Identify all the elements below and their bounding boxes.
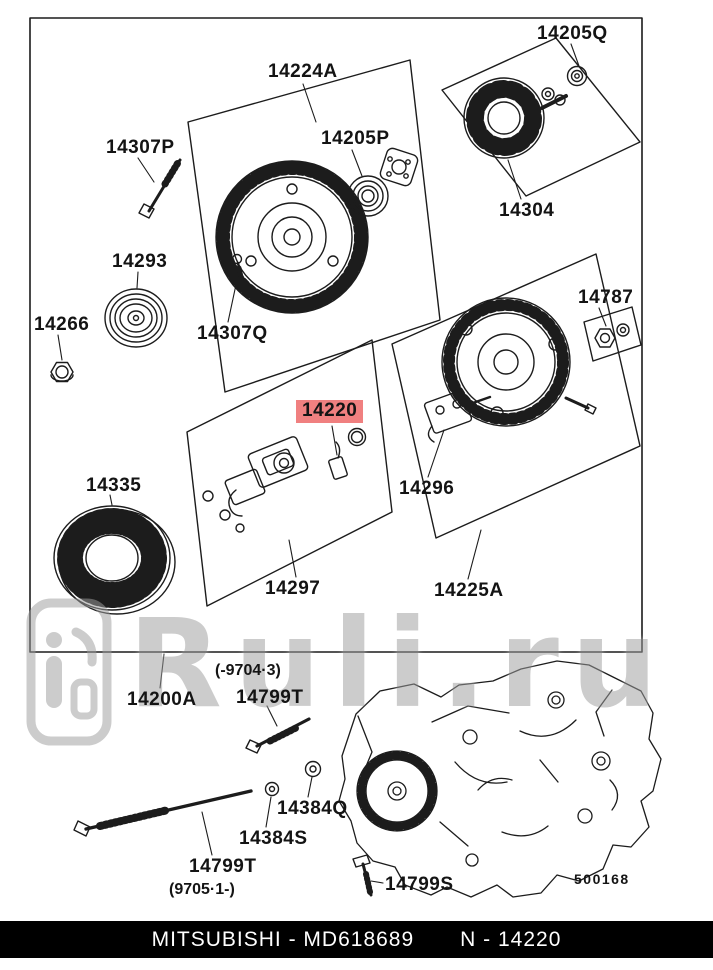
bolt-drawing-14307P <box>138 157 183 219</box>
box-rotor <box>441 37 641 197</box>
washer-and-bearing-drawing-14205Q <box>541 65 588 101</box>
nut-drawing-14787 <box>594 323 630 348</box>
date-range-early: (-9704·3) <box>215 662 281 679</box>
part-label-14225A: 14225A <box>434 580 504 601</box>
washer-drawing-14384Q <box>304 760 322 778</box>
bolt-drawing-14799T-early <box>245 717 311 754</box>
footer-bar: MITSUBISHI - MD618689 N - 14220 <box>0 921 713 958</box>
footer-brand-part-number: MITSUBISHI - MD618689 <box>151 927 415 951</box>
gasket-plate-drawing <box>379 147 419 187</box>
part-label-14224A: 14224A <box>268 61 338 82</box>
sheet-number: 500168 <box>574 871 630 887</box>
engine-block-drawing <box>338 660 662 898</box>
part-label-14307P: 14307P <box>106 137 175 158</box>
bolt-drawing-14799T-late <box>73 789 253 837</box>
part-label-14266: 14266 <box>34 314 90 335</box>
part-label-14205P: 14205P <box>321 128 390 149</box>
leader-lines <box>57 43 607 884</box>
part-label-14296: 14296 <box>399 478 455 499</box>
part-label-14307Q: 14307Q <box>197 323 268 344</box>
washer-drawing-14384S <box>264 781 280 797</box>
bearing-drawing-14205P <box>347 175 389 217</box>
brush-drawing-14220 <box>328 427 367 480</box>
box-nut-14787 <box>583 306 642 362</box>
box-rear-housing <box>391 253 641 539</box>
part-label-14205Q: 14205Q <box>537 23 608 44</box>
brush-holder-drawing-14297 <box>202 436 309 533</box>
date-range-late: (9705·1-) <box>169 881 235 898</box>
part-label-14787: 14787 <box>578 287 634 308</box>
nut-drawing-14266 <box>50 361 74 383</box>
part-label-14799S: 14799S <box>385 874 454 895</box>
part-label-14293: 14293 <box>112 251 168 272</box>
rotor-drawing-14304 <box>463 77 568 159</box>
outer-box <box>29 17 643 653</box>
part-label-14220-highlighted: 14220 <box>296 400 364 423</box>
part-label-14200A: 14200A <box>127 689 197 710</box>
box-brush-holder <box>186 339 393 607</box>
stator-drawing-14335 <box>53 505 176 615</box>
screw-drawing-14307Q <box>231 253 244 280</box>
bolt-drawing-14799S <box>352 854 373 897</box>
rear-housing-drawing-14225A <box>441 297 597 427</box>
front-housing-drawing <box>215 160 369 314</box>
pulley-drawing-14293 <box>104 288 168 348</box>
part-label-14297: 14297 <box>265 578 321 599</box>
part-label-14304: 14304 <box>499 200 555 221</box>
part-label-14384S: 14384S <box>239 828 308 849</box>
part-label-14335: 14335 <box>86 475 142 496</box>
part-label-14799T-early: 14799T <box>236 687 304 708</box>
part-label-14799T-late: 14799T <box>189 856 257 877</box>
footer-section-ref: N - 14220 <box>460 927 562 951</box>
regulator-drawing-14296 <box>423 390 492 443</box>
part-label-14384Q: 14384Q <box>277 798 348 819</box>
box-front-housing <box>187 59 441 393</box>
